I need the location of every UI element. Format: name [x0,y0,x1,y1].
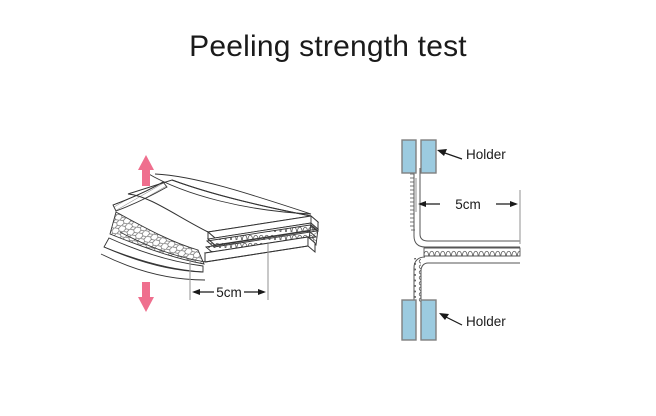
arrow-down-icon [138,282,154,312]
right-bonded-seam [423,247,521,257]
holder-bottom [401,299,437,341]
page-title: Peeling strength test [189,30,467,63]
left-adhesive-wedge [109,211,207,265]
arrow-left-icon [418,201,440,207]
left-bonded-slab [203,215,320,263]
left-dimension-group: 5cm [189,244,269,300]
right-upper-film [410,168,520,248]
holder-bottom-label: Holder [466,314,506,329]
holder-top-leader [437,149,463,160]
arrow-right-icon [496,201,518,207]
holder-top-label: Holder [466,147,506,162]
left-dimension-label: 5cm [216,285,242,300]
arrow-up-icon [138,155,154,186]
holder-bottom-leader [439,313,463,326]
right-lower-film [413,256,520,302]
right-dimension-group: 5cm [415,178,521,244]
left-lower-film-tail [100,237,206,281]
arrow-right-icon [244,289,266,295]
holder-top [401,139,437,174]
right-dimension-label: 5cm [455,197,481,212]
left-upper-film-tail [112,181,168,212]
arrow-left-icon [192,289,214,295]
